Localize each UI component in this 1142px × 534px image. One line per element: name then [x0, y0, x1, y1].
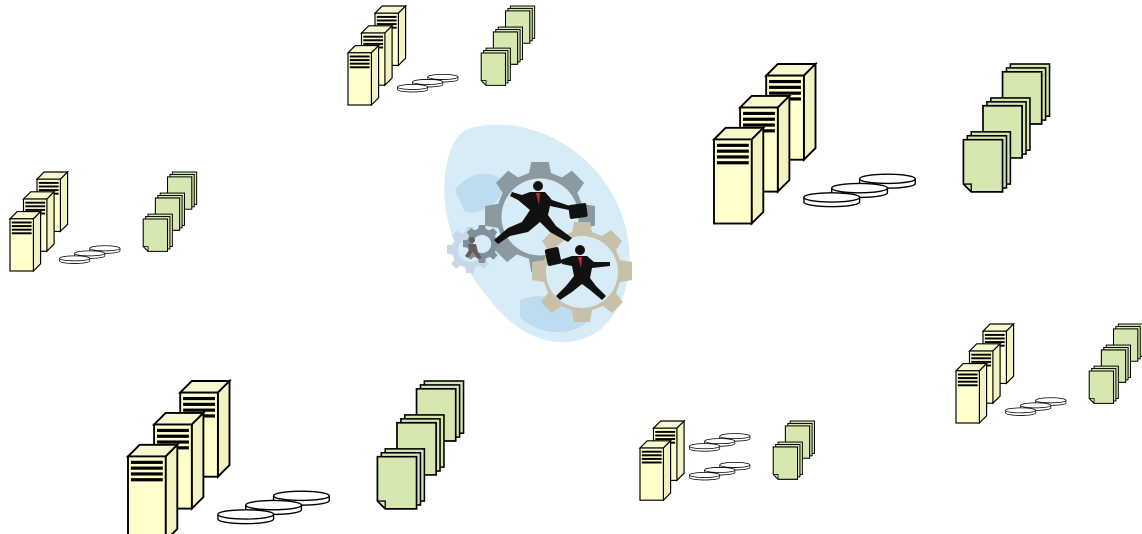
server-group-top-right	[714, 64, 1050, 224]
server-group-right	[956, 324, 1142, 423]
businessmen-running-on-gears-icon	[444, 125, 632, 343]
server-group-bottom-left	[128, 381, 464, 534]
server-group-bottom-center	[640, 421, 815, 500]
server-group-top-center	[348, 6, 535, 105]
server-group-left	[10, 172, 197, 271]
